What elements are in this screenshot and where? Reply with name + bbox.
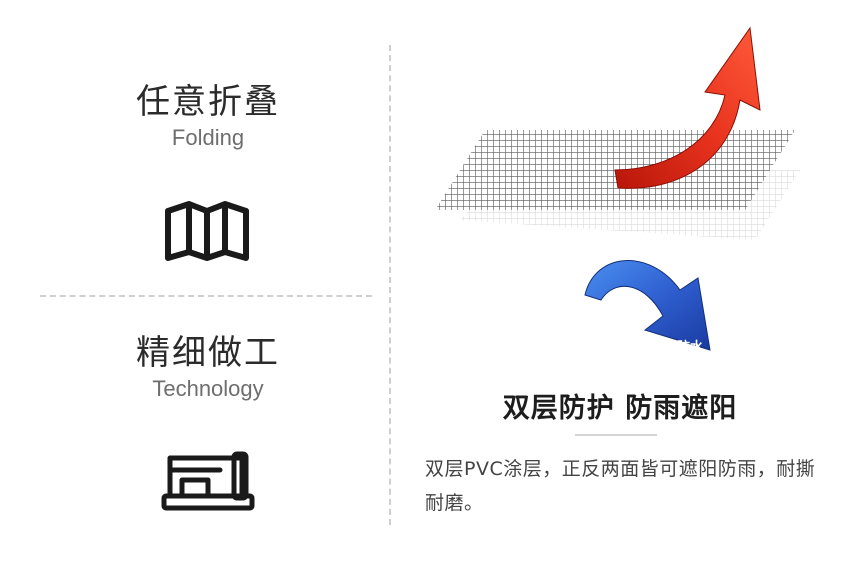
description: 双层PVC涂层，正反两面皆可遮阳防雨，耐撕耐磨。 <box>425 458 816 514</box>
feature-title-zh: 精细做工 <box>136 333 280 373</box>
sewing-machine-icon <box>161 451 255 511</box>
feature-title-en: Technology <box>152 376 264 401</box>
down-arrow <box>584 260 711 351</box>
feature-technology: 精细做工 Technology <box>40 333 376 403</box>
feature-title-en: Folding <box>171 125 245 150</box>
headline: 双层防护 防雨遮阳 <box>502 393 738 424</box>
vertical-divider <box>389 45 391 525</box>
waterproof-badge: 防水 <box>677 339 704 355</box>
headline-underline <box>575 434 657 436</box>
waterproof-fabric-illustration: 防水 <box>435 26 800 355</box>
folding-map-icon <box>165 201 249 261</box>
horizontal-divider <box>40 295 372 297</box>
up-arrow <box>614 26 761 189</box>
feature-folding: 任意折叠 Folding <box>40 82 376 152</box>
feature-title-zh: 任意折叠 <box>136 82 280 122</box>
